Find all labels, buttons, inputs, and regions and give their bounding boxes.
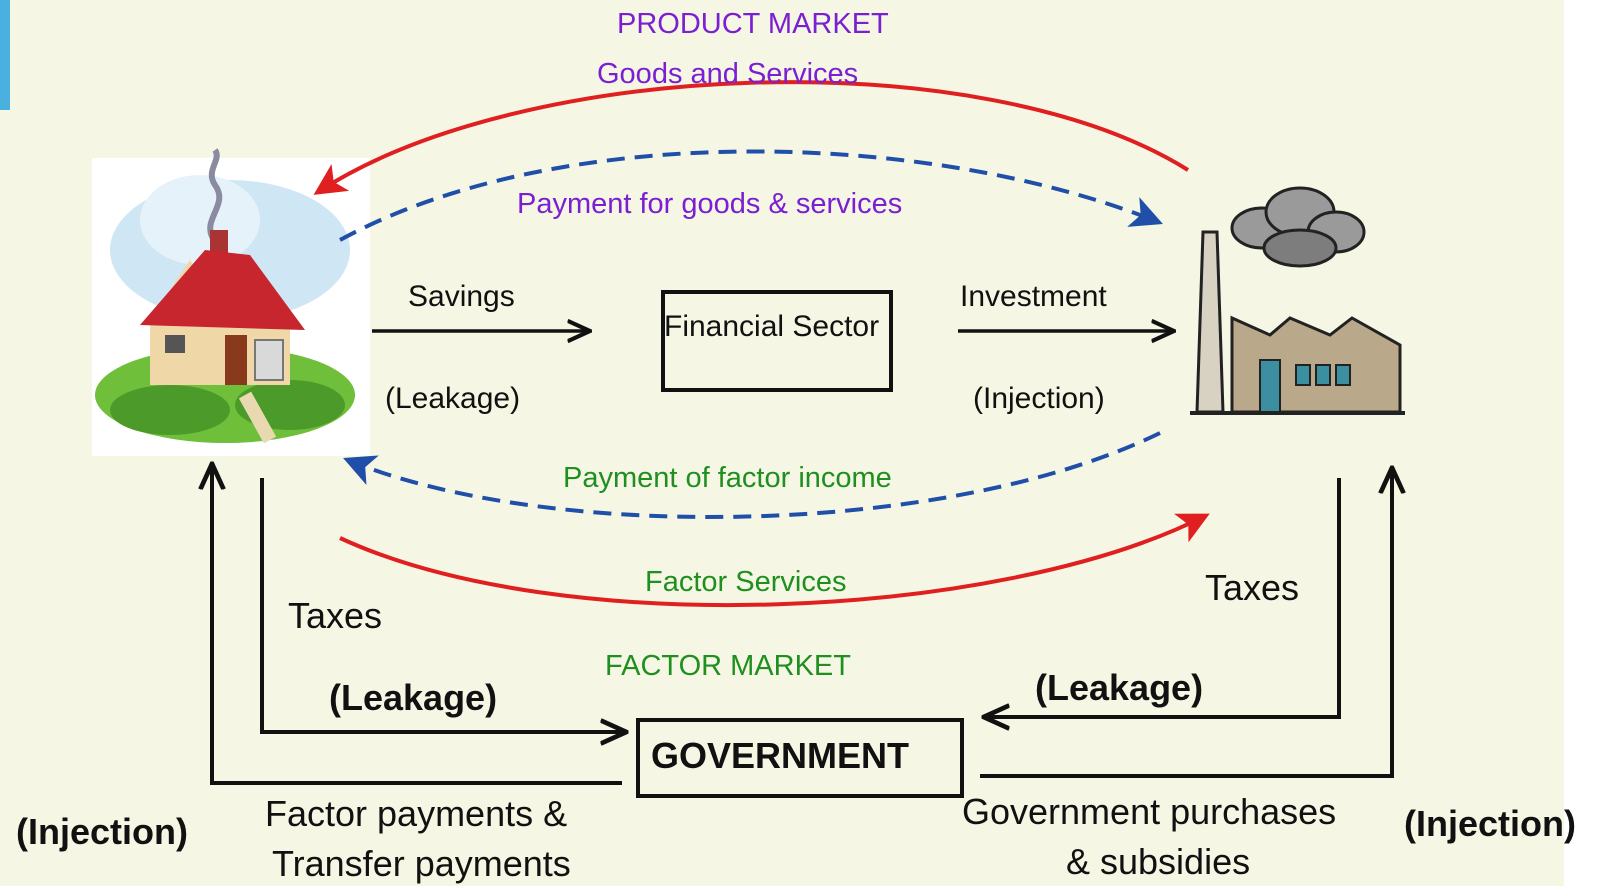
government-purchases-arrow [980,470,1392,778]
taxes-right-label: Taxes [1205,567,1300,608]
taxes-left-label: Taxes [288,595,383,636]
leakage-left-label: (Leakage) [329,677,498,718]
firm-taxes-arrow [986,478,1341,717]
payment-factor-income-label: Payment of factor income [563,462,892,494]
government-box [636,718,964,798]
goods-services-flow-arrow [313,80,1190,195]
injection-left-label: (Injection) [16,811,188,852]
payment-goods-flow-arrow [339,149,1163,242]
house-icon [92,148,370,456]
government-label: GOVERNMENT [651,735,910,776]
savings-leakage-label: (Leakage) [385,382,521,415]
factory-icon [1190,186,1405,415]
factor-services-label: Factor Services [645,566,847,598]
product-market-label: PRODUCT MARKET [617,8,889,40]
transfer-payments-arrow [212,466,622,785]
goods-services-label: Goods and Services [597,58,859,90]
leakage-right-label: (Leakage) [1035,667,1204,708]
savings-label: Savings [408,280,515,313]
investment-label: Investment [960,280,1107,313]
gov-purchases-line1: Government purchases [962,791,1337,832]
injection-right-label: (Injection) [1404,803,1576,844]
factor-market-label: FACTOR MARKET [605,650,851,682]
factor-payments-line1: Factor payments & [265,793,568,834]
financial-sector-label: Financial Sector [664,310,880,343]
financial-sector-box [661,290,893,392]
factor-payments-line2: Transfer payments [272,843,571,884]
left-accent-bar [0,0,10,110]
factor-services-flow-arrow [339,513,1210,608]
investment-injection-label: (Injection) [973,382,1105,415]
household-taxes-arrow [260,478,624,732]
payment-factor-income-flow-arrow [343,431,1161,519]
gov-purchases-line2: & subsidies [1066,841,1251,882]
right-margin-strip [1564,0,1608,886]
payment-goods-label: Payment for goods & services [517,188,903,220]
